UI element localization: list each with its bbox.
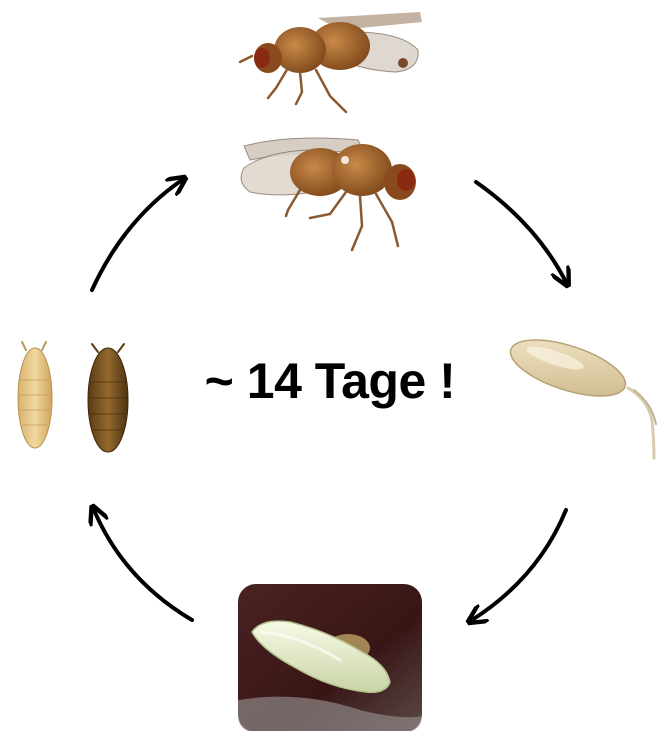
cycle-duration-label: ~ 14 Tage ! [150, 352, 510, 410]
arrow-pupae-to-flies [92, 180, 182, 290]
fruit-fly-icon [240, 12, 422, 112]
arrow-flies-to-egg [476, 182, 566, 282]
larva-icon [238, 584, 422, 731]
pupa-icon [18, 342, 128, 452]
fruit-fly-icon [241, 138, 416, 250]
egg-icon [504, 329, 656, 458]
arrow-larva-to-pupae [94, 510, 192, 620]
arrow-egg-to-larva [472, 510, 566, 620]
